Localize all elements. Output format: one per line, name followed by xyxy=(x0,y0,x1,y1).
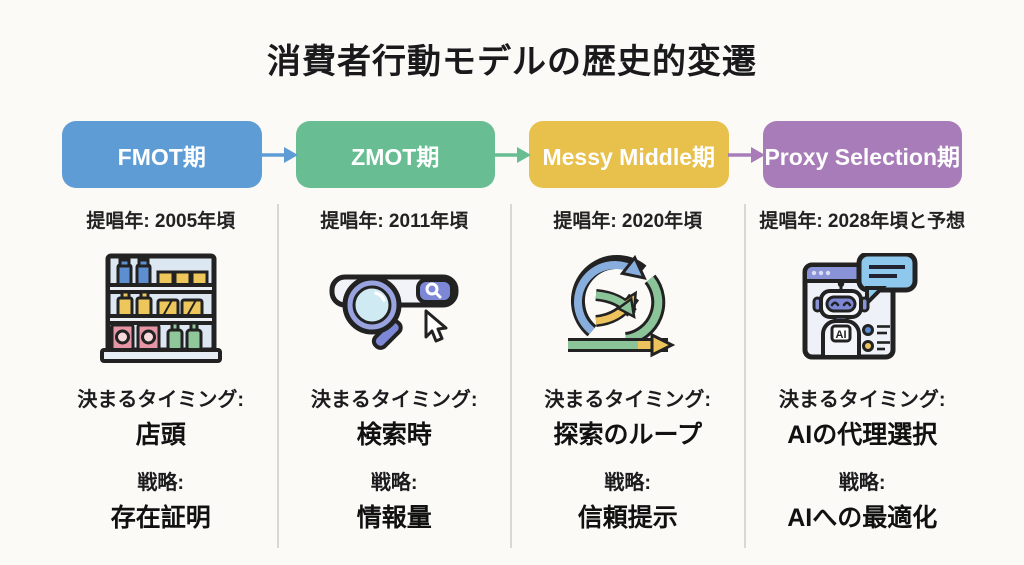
timing-label: 決まるタイミング: xyxy=(544,389,712,411)
timing-block: 決まるタイミング: AIの代理選択 xyxy=(779,383,946,451)
timing-label: 決まるタイミング: xyxy=(778,389,946,411)
era-badge-row: FMOT期 ZMOT期 Messy Middle期 Proxy Selectio… xyxy=(45,121,979,188)
loop-arrows-icon xyxy=(562,251,694,367)
svg-text:AI: AI xyxy=(836,329,847,341)
timing-label: 決まるタイミング: xyxy=(77,389,245,411)
badge-zmot: ZMOT期 xyxy=(295,121,495,188)
flow-arrow-icon xyxy=(494,146,531,163)
strategy-label: 戦略: xyxy=(137,472,185,494)
strategy-block: 戦略: AIへの最適化 xyxy=(787,466,937,534)
timing-block: 決まるタイミング: 検索時 xyxy=(311,383,478,451)
strategy-value: AIへの最適化 xyxy=(787,504,938,532)
column-fmot: 提唱年: 2005年頃 xyxy=(45,204,279,548)
year-text: 提唱年: 2005年頃 xyxy=(86,211,236,232)
timing-value: AIの代理選択 xyxy=(787,421,938,449)
flow-arrow-icon xyxy=(260,146,298,163)
timing-block: 決まるタイミング: 探索のループ xyxy=(544,383,711,451)
strategy-label: 戦略: xyxy=(838,472,886,494)
ai-robot-icon: AI xyxy=(797,251,927,367)
strategy-value: 情報量 xyxy=(356,504,432,532)
year-text: 提唱年: 2011年頃 xyxy=(320,211,469,232)
page-title: 消費者行動モデルの歴史的変遷 xyxy=(267,43,757,81)
era-columns: 提唱年: 2005年頃 xyxy=(45,204,979,548)
strategy-label: 戦略: xyxy=(370,472,418,494)
year-text: 提唱年: 2020年頃 xyxy=(553,211,703,232)
strategy-label: 戦略: xyxy=(604,472,652,494)
flow-arrow-icon xyxy=(727,146,765,163)
strategy-block: 戦略: 存在証明 xyxy=(111,466,211,534)
timing-block: 決まるタイミング: 店頭 xyxy=(77,383,244,451)
timing-value: 店頭 xyxy=(135,421,186,449)
strategy-value: 存在証明 xyxy=(110,504,211,532)
search-bar-icon xyxy=(328,251,460,367)
store-shelf-icon xyxy=(96,251,226,367)
column-messy-middle: 提唱年: 2020年頃 xyxy=(512,204,746,548)
timing-value: 探索のループ xyxy=(553,421,702,449)
column-proxy-selection: 提唱年: 2028年頃と予想 xyxy=(746,204,980,548)
timing-label: 決まるタイミング: xyxy=(310,389,478,411)
strategy-value: 信頼提示 xyxy=(577,504,678,532)
strategy-block: 戦略: 情報量 xyxy=(357,466,432,534)
timing-value: 検索時 xyxy=(356,421,432,449)
year-text: 提唱年: 2028年頃と予想 xyxy=(759,211,966,232)
badge-proxy-selection: Proxy Selection期 xyxy=(762,121,962,188)
badge-messy-middle: Messy Middle期 xyxy=(529,121,729,188)
column-zmot: 提唱年: 2011年頃 決まるタイミング: xyxy=(279,204,512,548)
strategy-block: 戦略: 信頼提示 xyxy=(578,466,678,534)
badge-fmot: FMOT期 xyxy=(62,121,262,188)
